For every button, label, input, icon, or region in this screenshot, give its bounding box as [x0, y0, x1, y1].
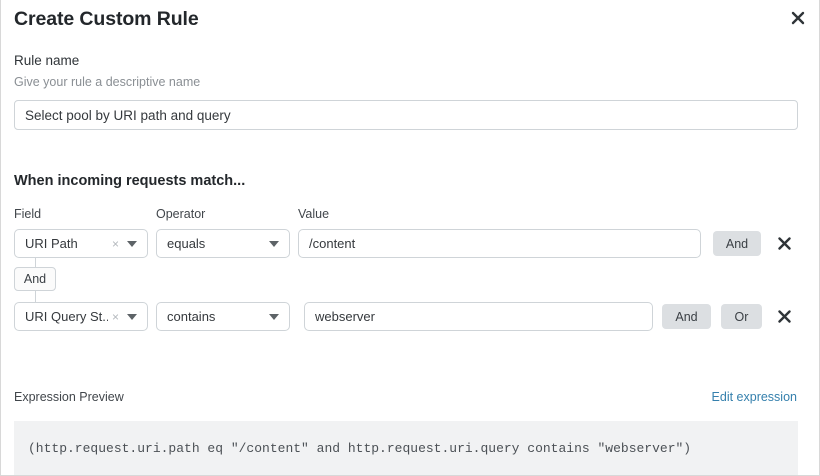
chevron-down-icon-field-row-1[interactable]: [123, 240, 147, 247]
chevron-down-icon-operator-row-1[interactable]: [265, 240, 289, 247]
close-button[interactable]: [785, 5, 811, 31]
rule-name-hint: Give your rule a descriptive name: [14, 75, 201, 89]
edit-expression-link[interactable]: Edit expression: [711, 390, 797, 404]
remove-condition-row-1[interactable]: [773, 232, 795, 254]
value-input-row-2[interactable]: [304, 302, 653, 331]
rule-name-input[interactable]: [14, 100, 798, 130]
remove-icon: [777, 236, 791, 250]
remove-condition-row-2[interactable]: [773, 305, 795, 327]
and-button-row-1[interactable]: And: [713, 231, 761, 256]
column-label-operator: Operator: [156, 207, 206, 221]
chevron-down-icon-field-row-2[interactable]: [123, 313, 147, 320]
close-icon: [791, 11, 805, 25]
value-input-row-1[interactable]: [298, 229, 701, 258]
connector-line-bottom: [35, 290, 36, 303]
expression-preview-box: (http.request.uri.path eq "/content" and…: [14, 421, 798, 475]
field-select-row-1[interactable]: URI Path ×: [14, 229, 148, 258]
remove-icon: [777, 309, 791, 323]
column-label-value: Value: [298, 207, 330, 221]
column-label-field: Field: [14, 207, 42, 221]
rule-name-label: Rule name: [14, 53, 80, 68]
expression-preview-label: Expression Preview: [14, 390, 124, 404]
operator-select-row-1[interactable]: equals: [156, 229, 290, 258]
operator-select-row-2[interactable]: contains: [156, 302, 290, 331]
field-clear-icon-row-1[interactable]: ×: [111, 236, 119, 251]
field-select-row-2[interactable]: URI Query St... ×: [14, 302, 148, 331]
field-clear-icon-row-2[interactable]: ×: [111, 309, 119, 324]
and-button-row-2[interactable]: And: [662, 304, 711, 329]
connector-line-top: [35, 257, 36, 269]
or-button-row-2[interactable]: Or: [721, 304, 762, 329]
field-select-value-row-2: URI Query St...: [25, 309, 108, 324]
conditions-heading: When incoming requests match...: [14, 173, 246, 189]
operator-select-value-row-1: equals: [167, 236, 206, 251]
expression-preview-code: (http.request.uri.path eq "/content" and…: [28, 440, 692, 456]
connector-and-chip[interactable]: And: [14, 267, 56, 291]
chevron-down-icon-operator-row-2[interactable]: [265, 313, 289, 320]
field-select-value-row-1: URI Path: [25, 236, 78, 251]
operator-select-value-row-2: contains: [167, 309, 216, 324]
page-title: Create Custom Rule: [14, 8, 199, 30]
